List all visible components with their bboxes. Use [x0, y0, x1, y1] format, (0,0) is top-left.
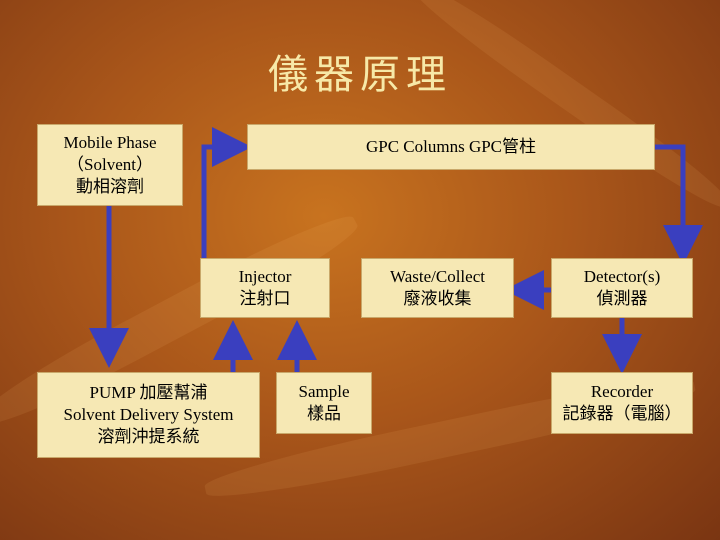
pump-box: PUMP 加壓幫浦 Solvent Delivery System 溶劑沖提系統: [37, 372, 260, 458]
waste-label: Waste/Collect: [390, 267, 485, 286]
injector-box: Injector 注射口: [200, 258, 330, 318]
gpc-columns-box: GPC Columns GPC管柱: [247, 124, 655, 170]
recorder-label: Recorder: [590, 382, 654, 401]
detector-box: Detector(s) 偵測器: [551, 258, 693, 318]
mobile-phase-zh: 動相溶劑: [76, 177, 144, 196]
detector-zh: 偵測器: [596, 289, 648, 308]
sample-box: Sample 樣品: [276, 372, 372, 434]
pump-zh: 溶劑沖提系統: [97, 427, 200, 446]
waste-box: Waste/Collect 廢液收集: [361, 258, 514, 318]
mobile-phase-box: Mobile Phase （Solvent） 動相溶劑: [37, 124, 183, 206]
injector-label: Injector: [238, 267, 292, 286]
arrow-injector-to-gpc: [201, 127, 252, 258]
mobile-phase-label: Mobile Phase: [63, 133, 157, 152]
waste-zh: 廢液收集: [403, 289, 472, 308]
pump-label: PUMP 加壓幫浦: [89, 383, 208, 402]
arrow-gpc-to-detector: [655, 144, 703, 265]
page-title: 儀器原理: [268, 52, 452, 98]
mobile-phase-solvent: （Solvent）: [67, 155, 153, 174]
pump-delivery: Solvent Delivery System: [63, 405, 234, 424]
sample-zh: 樣品: [307, 404, 341, 423]
injector-zh: 注射口: [239, 289, 291, 308]
sample-label: Sample: [298, 382, 350, 401]
recorder-zh: 記錄器（電腦）: [562, 404, 682, 423]
gpc-columns-label: GPC Columns GPC管柱: [365, 137, 537, 156]
recorder-box: Recorder 記錄器（電腦）: [551, 372, 693, 434]
detector-label: Detector(s): [583, 267, 661, 286]
